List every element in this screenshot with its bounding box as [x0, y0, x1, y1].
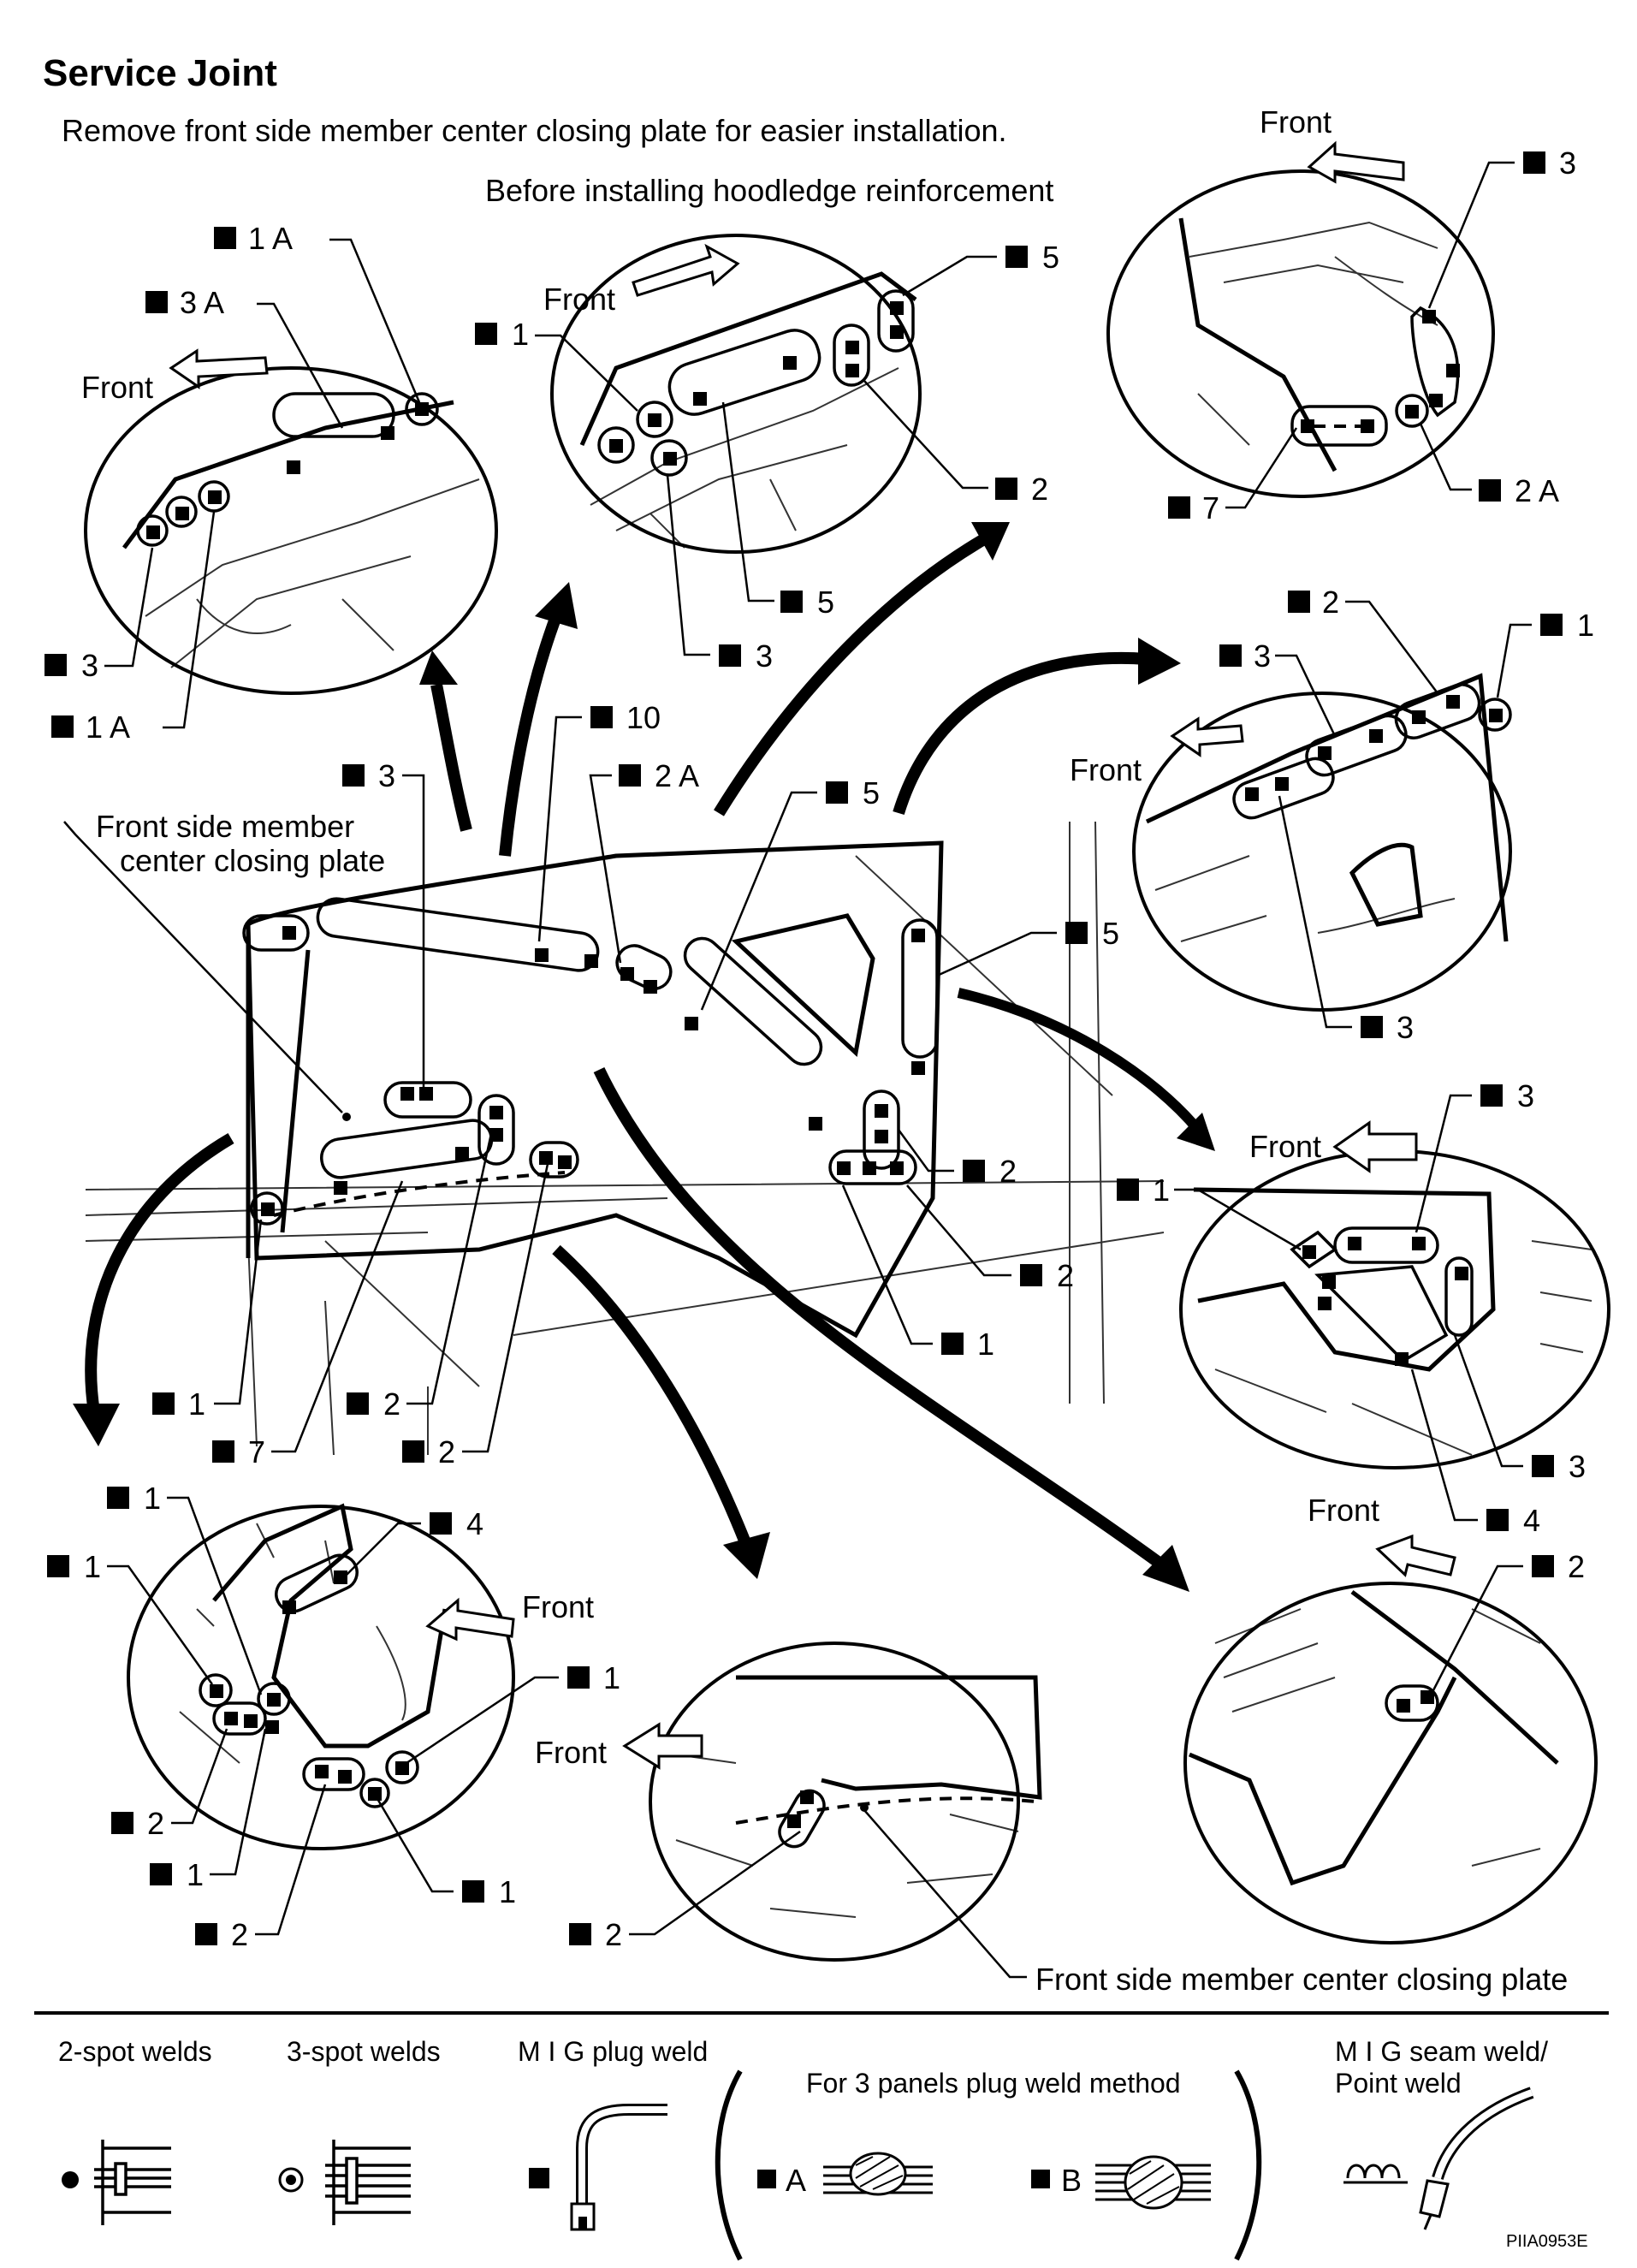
- callout-label: 10: [626, 700, 661, 735]
- callout-label: 2: [1322, 585, 1339, 620]
- callout-label: 3: [1397, 1010, 1414, 1045]
- legend-paren-right: [1234, 2069, 1262, 2261]
- inset-top-right: [1106, 169, 1495, 498]
- three-spot-clamp-icon: [325, 2140, 411, 2225]
- before-note: Before installing hoodledge reinforcemen…: [485, 173, 1053, 208]
- callout-label: 2: [438, 1434, 455, 1469]
- mig-seam-weld-icon: [1343, 2164, 1408, 2184]
- legend-method-b: B: [1061, 2163, 1082, 2198]
- callout-label: 3: [1559, 145, 1576, 181]
- front-label: Front: [1308, 1493, 1379, 1528]
- callout-label: 4: [1523, 1503, 1540, 1538]
- callout-label: 5: [1042, 240, 1059, 275]
- callout-label: 1: [187, 1857, 204, 1892]
- legend: 2-spot welds 3-spot welds M I G plug wel…: [58, 2036, 1588, 2261]
- callouts: 1 A 3 A 3 1 A 1 5 2 5 3 3 7 2 A 2 1 3 3: [44, 145, 1594, 1952]
- front-label: Front: [543, 282, 615, 317]
- inset-bottom-left: [127, 1503, 515, 1850]
- callout-label: 3: [1254, 638, 1271, 674]
- front-labels: Front Front Front Front Front Front Fron…: [81, 104, 1379, 1770]
- callout-label: 5: [817, 585, 834, 620]
- callout-label: 2: [1568, 1549, 1585, 1584]
- callout-label: 2: [383, 1386, 400, 1422]
- callout-label: 1: [188, 1386, 205, 1422]
- closing-plate-label-bottom: Front side member center closing plate: [1035, 1962, 1568, 1997]
- callout-label: 5: [1102, 916, 1119, 951]
- mig-plug-torch-icon: [570, 2104, 667, 2231]
- central-body-panel: [85, 821, 1165, 1456]
- figure-code: PIIA0953E: [1506, 2232, 1588, 2251]
- callout-label: 1: [499, 1874, 516, 1909]
- callout-label: 7: [1202, 490, 1219, 525]
- callout-label: 3 A: [180, 285, 224, 320]
- callout-label: 3: [81, 648, 98, 683]
- callout-label: 2: [231, 1917, 248, 1952]
- callout-label: 3: [756, 638, 773, 674]
- callout-label: 3: [1517, 1078, 1534, 1113]
- mig-plug-square-icon: [529, 2168, 549, 2188]
- front-label: Front: [522, 1589, 594, 1624]
- inset-right: [1179, 1149, 1610, 1469]
- callout-label: 7: [248, 1434, 265, 1469]
- callout-label: 2: [605, 1917, 622, 1952]
- callout-label: 4: [466, 1506, 483, 1541]
- callout-label: 1: [603, 1660, 620, 1695]
- callout-label: 1: [977, 1327, 994, 1362]
- legend-method-a: A: [786, 2163, 806, 2198]
- front-label: Front: [1260, 104, 1332, 140]
- front-label: Front: [535, 1735, 607, 1770]
- method-a-plates-icon: [823, 2152, 933, 2196]
- two-spot-dot-icon: [62, 2171, 79, 2188]
- callout-label: 1: [1577, 608, 1594, 643]
- front-label: Front: [81, 370, 153, 405]
- method-b-plates-icon: [1095, 2155, 1211, 2210]
- page-title: Service Joint: [43, 52, 277, 94]
- legend-mig-plug-label: M I G plug weld: [518, 2036, 708, 2067]
- callout-label: 2: [999, 1154, 1017, 1189]
- callout-label: 2 A: [655, 758, 699, 793]
- callout-label: 1: [144, 1481, 161, 1516]
- inset-bottom-right: [1183, 1582, 1598, 1944]
- inset-mid-right: [1132, 673, 1512, 1012]
- inset-top-center: [550, 234, 922, 554]
- callout-label: 1 A: [248, 221, 293, 256]
- callout-label: 3: [1569, 1449, 1586, 1484]
- callout-label: 2: [1031, 472, 1048, 507]
- front-label: Front: [1070, 752, 1142, 787]
- legend-two-spot-label: 2-spot welds: [58, 2036, 212, 2067]
- mig-seam-torch-icon: [1419, 2087, 1534, 2230]
- legend-mig-seam-label-line2: Point weld: [1335, 2068, 1462, 2099]
- callout-label: 1: [84, 1549, 101, 1584]
- subtitle: Remove front side member center closing …: [62, 113, 1007, 148]
- front-label: Front: [1249, 1129, 1321, 1164]
- callout-label: 2: [1057, 1258, 1074, 1293]
- callout-label: 1: [1153, 1173, 1170, 1208]
- two-spot-clamp-icon: [94, 2140, 171, 2225]
- pointer-arrows: [73, 522, 1215, 1592]
- callout-label: 3: [378, 758, 395, 793]
- inset-bottom-center: [649, 1642, 1042, 1962]
- closing-plate-label-line2: center closing plate: [120, 843, 385, 878]
- legend-mig-seam-label-line1: M I G seam weld/: [1335, 2036, 1548, 2067]
- callout-label: 1: [512, 317, 529, 352]
- callout-label: 1 A: [86, 709, 130, 745]
- legend-three-panels-label: For 3 panels plug weld method: [806, 2068, 1181, 2099]
- callout-label: 2 A: [1515, 473, 1559, 508]
- front-arrows: [169, 140, 1456, 1770]
- callout-label: 2: [147, 1806, 164, 1841]
- legend-paren-left: [715, 2069, 743, 2261]
- inset-top-left: [84, 366, 498, 695]
- callout-label: 5: [863, 775, 880, 810]
- closing-plate-label-line1: Front side member: [96, 809, 354, 844]
- legend-three-spot-label: 3-spot welds: [287, 2036, 441, 2067]
